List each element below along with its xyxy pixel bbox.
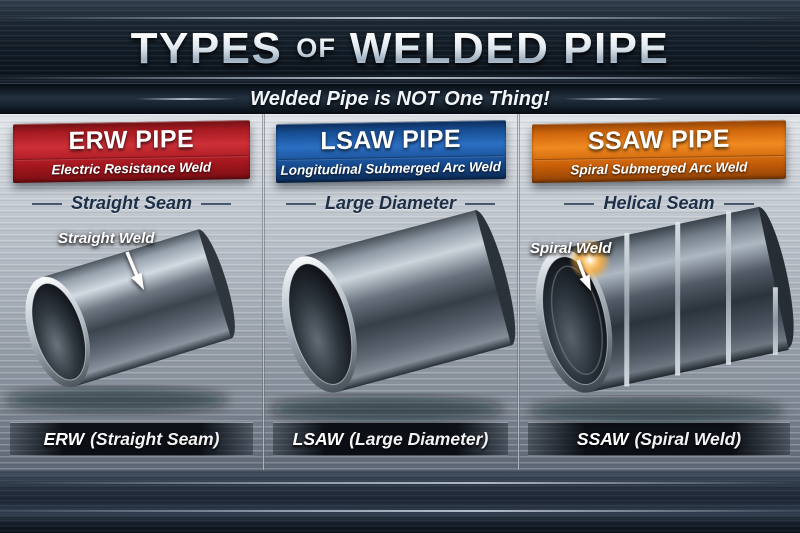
column-divider-1 (262, 114, 265, 470)
subtitle-dash-right (563, 98, 664, 100)
lsaw-caption-acronym: LSAW (292, 428, 344, 449)
lsaw-seam-label: Large Diameter (324, 193, 457, 213)
ssaw-name: SSAW PIPE (587, 124, 731, 156)
lsaw-caption: LSAW (Large Diameter) (273, 422, 508, 456)
lsaw-caption-detail: (Large Diameter) (349, 428, 489, 449)
ssaw-seam-row: Helical Seam (518, 193, 800, 214)
title-word-welded-pipe: WELDED PIPE (349, 24, 670, 73)
lsaw-pipe-image (269, 210, 516, 422)
title-word-types: TYPES (130, 24, 283, 73)
ssaw-annotation-arrow-icon (576, 259, 591, 291)
erw-name: ERW PIPE (68, 124, 195, 156)
erw-seam-row: Straight Seam (0, 193, 263, 214)
columns-area: ERW PIPE Electric Resistance Weld Straig… (0, 114, 800, 470)
lsaw-seam-row: Large Diameter (263, 193, 518, 214)
column-divider-2 (517, 114, 520, 470)
lsaw-name: LSAW PIPE (320, 124, 461, 156)
subtitle-band: Welded Pipe is NOT One Thing! (0, 84, 800, 114)
erw-figure: Straight Weld (0, 214, 263, 422)
lsaw-seam-dash-left (285, 202, 316, 205)
erw-seam-dash-left (31, 202, 62, 205)
erw-pipe-image (5, 229, 235, 413)
bottom-metal-band (0, 470, 800, 533)
lsaw-seam-dash-right (465, 202, 496, 205)
erw-annotation-label: Straight Weld (58, 230, 155, 247)
erw-annotation-arrow-icon (125, 251, 144, 290)
ssaw-seam-dash-right (723, 202, 754, 205)
title-banner: TYPES OF WELDED PIPE Welded Pipe is NOT … (0, 0, 800, 118)
ssaw-seam-label: Helical Seam (603, 193, 715, 213)
column-ssaw: SSAW PIPE Spiral Submerged Arc Weld Heli… (518, 114, 800, 470)
lsaw-figure (263, 210, 518, 422)
erw-caption-detail: (Straight Seam) (90, 428, 220, 449)
spiral-weld-glow (569, 239, 611, 281)
page-title: TYPES OF WELDED PIPE (0, 24, 800, 74)
ssaw-full-name: Spiral Submerged Arc Weld (534, 154, 784, 179)
ssaw-caption-detail: (Spiral Weld) (634, 428, 742, 449)
subtitle-text: Welded Pipe is NOT One Thing! (250, 87, 550, 110)
lsaw-header-ribbon: LSAW PIPE Longitudinal Submerged Arc Wel… (275, 119, 506, 184)
lsaw-full-name: Longitudinal Submerged Arc Weld (277, 155, 504, 178)
ssaw-seam-dash-left (564, 202, 595, 205)
ssaw-caption: SSAW (Spiral Weld) (528, 422, 790, 456)
title-word-of: OF (296, 32, 336, 63)
erw-caption-acronym: ERW (43, 428, 85, 449)
column-lsaw: LSAW PIPE Longitudinal Submerged Arc Wel… (263, 114, 518, 470)
erw-caption: ERW (Straight Seam) (10, 422, 253, 456)
erw-seam-dash-right (201, 202, 232, 205)
erw-seam-label: Straight Seam (70, 193, 193, 213)
ssaw-figure: Spiral Weld (518, 206, 800, 424)
ssaw-annotation-label: Spiral Weld (530, 240, 612, 257)
ssaw-pipe-image (528, 206, 794, 424)
erw-header-ribbon: ERW PIPE Electric Resistance Weld (13, 119, 250, 184)
subtitle-dash-left (136, 98, 237, 100)
ssaw-caption-acronym: SSAW (576, 428, 629, 449)
erw-full-name: Electric Resistance Weld (15, 154, 248, 179)
column-erw: ERW PIPE Electric Resistance Weld Straig… (0, 114, 263, 470)
ssaw-header-ribbon: SSAW PIPE Spiral Submerged Arc Weld (532, 119, 786, 184)
